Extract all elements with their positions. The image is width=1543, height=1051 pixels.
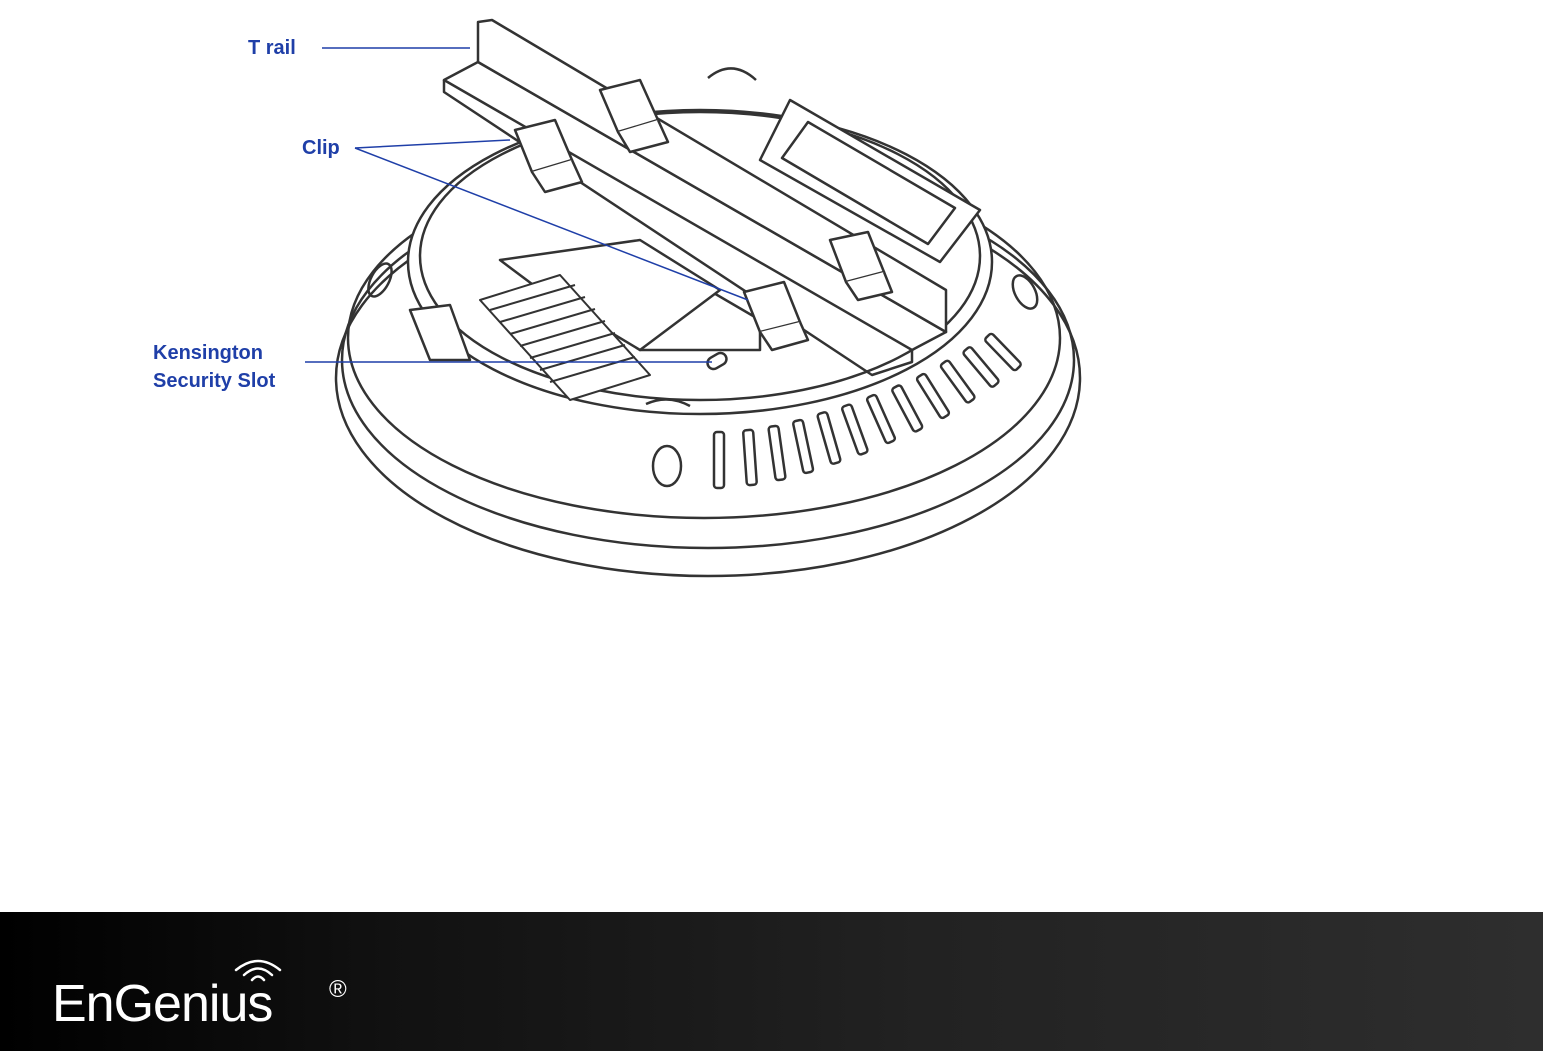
clip-label: Clip (302, 134, 340, 162)
footer-bar: EnGenius ® (0, 912, 1543, 1051)
trail-label: T rail (248, 34, 296, 62)
engenius-logo: EnGenius ® (52, 956, 372, 1046)
top-tab (708, 68, 756, 80)
registered-mark: ® (329, 976, 347, 1004)
clip-leader-1 (355, 140, 510, 148)
logo-wordmark: EnGenius (52, 974, 272, 1034)
kensington-label-line1: Kensington (153, 339, 275, 367)
kensington-label: Kensington Security Slot (153, 339, 275, 395)
kensington-label-line2: Security Slot (153, 367, 275, 395)
device-diagram (0, 0, 1543, 910)
